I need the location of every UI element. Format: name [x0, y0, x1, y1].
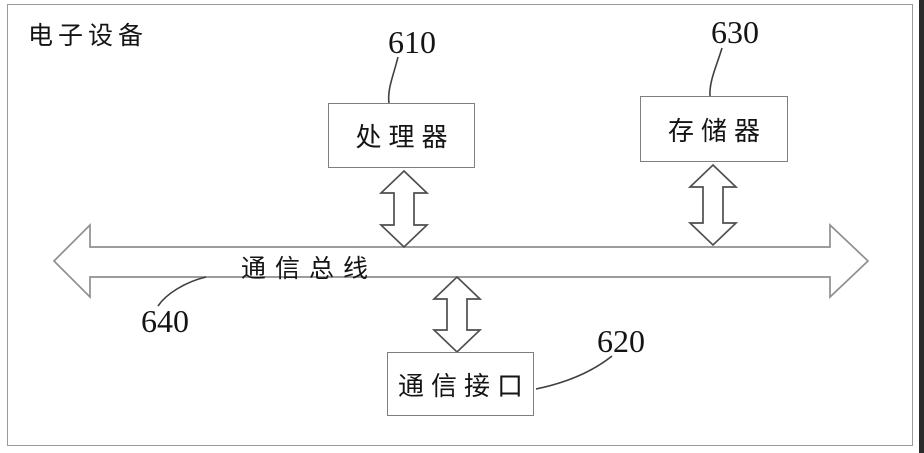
device-title: 电子设备 [28, 23, 149, 50]
bus-double-arrow [52, 222, 870, 300]
ref-numeral-processor: 610 [388, 24, 436, 60]
leader-line-640 [157, 276, 207, 307]
processor-bus-arrow [378, 169, 430, 249]
memory-bus-arrow [687, 163, 739, 247]
ref-numeral-bus: 640 [141, 303, 189, 339]
memory-box: 存储器 [640, 96, 788, 162]
device-outline-frame [7, 4, 913, 446]
leader-line-610 [387, 56, 399, 104]
ref-numeral-memory: 630 [711, 14, 759, 50]
comm-interface-box: 通信接口 [387, 352, 534, 416]
leader-line-630 [709, 47, 723, 97]
processor-box: 处理器 [328, 103, 475, 168]
scan-edge-artifact [919, 0, 924, 453]
ref-numeral-comm-interface: 620 [597, 323, 645, 359]
leader-line-620 [535, 355, 613, 390]
comm-interface-label: 通信接口 [397, 371, 530, 401]
comm-interface-bus-arrow [431, 275, 483, 354]
processor-label: 处理器 [355, 123, 455, 152]
bus-label: 通信总线 [241, 256, 378, 283]
memory-label: 存储器 [667, 116, 767, 146]
